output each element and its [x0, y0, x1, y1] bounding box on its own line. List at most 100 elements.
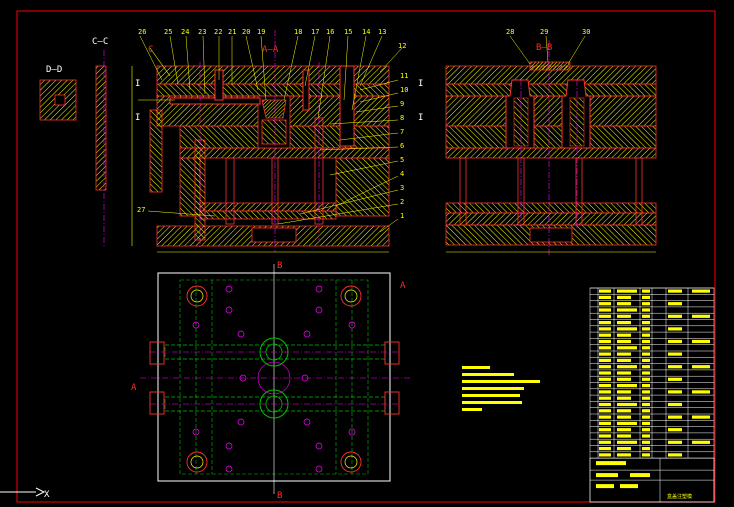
part-label-11: 11: [400, 72, 408, 80]
leader-lines: [139, 35, 403, 233]
part-label-25: 25: [164, 28, 172, 36]
bom-cell-name: [617, 346, 637, 350]
section-c-mark: C: [148, 45, 153, 55]
bom-cell-material: [668, 339, 682, 344]
bom-cell-material: [668, 415, 682, 419]
part-label-19: 19: [257, 28, 265, 36]
part-label-4: 4: [400, 170, 404, 178]
bom-cell-note: [692, 415, 710, 419]
side-detail-views: [39, 47, 175, 248]
bom-cell-code: [599, 358, 611, 362]
section-dd-label: D—D: [46, 65, 62, 75]
bom-cell-qty: [642, 321, 650, 325]
bom-cell-qty: [642, 295, 650, 299]
bom-cell-code: [599, 390, 611, 394]
bom-cell-code: [599, 371, 611, 375]
part-label-5: 5: [400, 156, 404, 164]
part-label-17: 17: [311, 28, 319, 36]
footer-cell: [630, 473, 650, 478]
bom-cell-name: [617, 428, 631, 432]
bom-cell-qty: [642, 409, 650, 413]
part-label-15: 15: [344, 28, 352, 36]
bom-cell-material: [668, 352, 682, 356]
bom-cell-qty: [642, 447, 650, 451]
bom-cell-qty: [642, 314, 650, 318]
part-label-9: 9: [400, 100, 404, 108]
bom-cell-note: [692, 390, 710, 394]
footer-cell: [620, 484, 638, 489]
bom-cell-qty: [642, 390, 650, 394]
bom-cell-code: [599, 421, 611, 425]
part-label-20: 20: [242, 28, 250, 36]
part-label-8: 8: [400, 114, 404, 122]
bom-cell-qty: [642, 339, 650, 344]
bom-cell-code: [599, 440, 611, 444]
footer-cell: [596, 461, 626, 466]
bom-cell-qty: [642, 289, 650, 293]
bom-cell-code: [599, 321, 611, 325]
bom-cell-code: [599, 434, 611, 438]
bom-cell-name: [617, 440, 637, 444]
plan-view: [140, 264, 410, 494]
bom-cell-code: [599, 314, 611, 318]
bom-cell-note: [692, 440, 710, 444]
bom-cell-name: [617, 333, 631, 337]
bom-cell-code: [599, 289, 611, 293]
bom-cell-code: [599, 384, 611, 388]
bom-cell-qty: [642, 415, 650, 419]
axis-x-label: X: [44, 490, 50, 500]
section-i-left2: I: [135, 113, 140, 123]
bom-cell-code: [599, 428, 611, 432]
bom-cell-name: [617, 327, 637, 331]
bom-cell-name: [617, 314, 631, 318]
bom-cell-code: [599, 327, 611, 331]
bom-cell-note: [692, 339, 710, 344]
bom-cell-qty: [642, 365, 650, 369]
bom-cell-qty: [642, 346, 650, 350]
bom-cell-qty: [642, 434, 650, 438]
part-label-23: 23: [198, 28, 206, 36]
bom-cell-qty: [642, 333, 650, 337]
bom-cell-qty: [642, 352, 650, 356]
part-label-10: 10: [400, 86, 408, 94]
bom-cell-qty: [642, 396, 650, 400]
bom-cell-code: [599, 295, 611, 299]
bom-cell-name: [617, 365, 637, 369]
bom-cell-name: [617, 289, 637, 293]
bom-cell-qty: [642, 440, 650, 444]
bom-cell-name: [617, 384, 637, 388]
technical-notes: [462, 366, 540, 411]
bom-cell-code: [599, 346, 611, 350]
section-b-bottom: B: [277, 491, 282, 501]
bom-cell-name: [617, 415, 631, 419]
part-label-1: 1: [400, 212, 404, 220]
part-label-29: 29: [540, 28, 548, 36]
section-aa-label: A—A: [262, 45, 279, 55]
section-cc-label: C—C: [92, 37, 108, 47]
bom-cell-name: [617, 421, 637, 425]
title-block: 盒盖注塑模: [589, 287, 715, 503]
part-label-12: 12: [398, 42, 406, 50]
bom-cell-qty: [642, 358, 650, 362]
bom-cell-code: [599, 377, 611, 381]
part-label-21: 21: [228, 28, 236, 36]
bom-cell-name: [617, 453, 631, 457]
bom-cell-code: [599, 402, 611, 407]
bom-cell-name: [617, 358, 631, 362]
bom-cell-name: [617, 447, 631, 451]
part-label-13: 13: [378, 28, 386, 36]
part-label-24: 24: [181, 28, 189, 36]
bom-cell-material: [668, 428, 682, 432]
bom-cell-material: [668, 390, 682, 394]
part-label-26: 26: [138, 28, 146, 36]
bom-cell-code: [599, 302, 611, 306]
drawing-frame: [16, 10, 716, 503]
bom-cell-qty: [642, 421, 650, 425]
bom-cell-name: [617, 390, 631, 394]
bom-cell-qty: [642, 428, 650, 432]
part-label-18: 18: [294, 28, 302, 36]
bom-cell-material: [668, 289, 682, 293]
part-label-16: 16: [326, 28, 334, 36]
bom-cell-code: [599, 409, 611, 413]
